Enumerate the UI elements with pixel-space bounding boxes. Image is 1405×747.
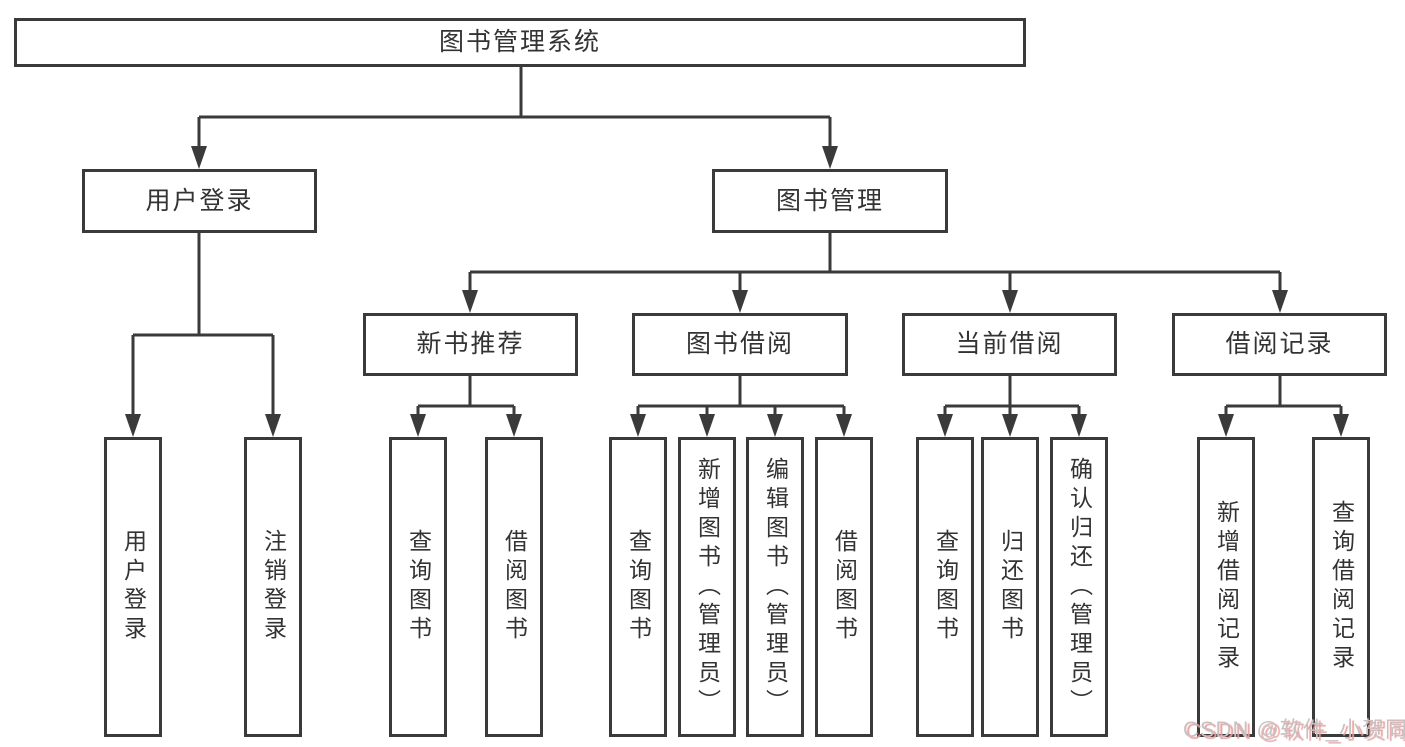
leaf-borrow-book-1: 借阅图书 (485, 437, 543, 737)
node-book-borrow: 图书借阅 (632, 313, 848, 376)
node-user-login: 用户登录 (82, 169, 317, 233)
arrow-down-icon (1002, 414, 1018, 437)
arrow-down-icon (1272, 290, 1288, 313)
node-borrow-record: 借阅记录 (1172, 313, 1387, 376)
leaf-borrow-book-2: 借阅图书 (815, 437, 873, 737)
arrow-down-icon (822, 146, 838, 169)
arrow-down-icon (462, 290, 478, 313)
arrow-down-icon (506, 414, 522, 437)
node-new-book-recommend: 新书推荐 (363, 313, 578, 376)
arrow-down-icon (1218, 414, 1234, 437)
arrow-down-icon (699, 414, 715, 437)
leaf-add-book-admin: 新增图书（管理员） (678, 437, 736, 737)
leaf-query-book-3: 查询图书 (916, 437, 974, 737)
arrowheads (125, 146, 1349, 437)
leaf-query-borrow-record: 查询借阅记录 (1312, 437, 1370, 737)
node-book-management: 图书管理 (712, 169, 948, 233)
arrow-down-icon (125, 414, 141, 437)
leaf-query-book-2: 查询图书 (609, 437, 667, 737)
leaf-query-book-1: 查询图书 (389, 437, 447, 737)
leaf-user-login: 用户登录 (104, 437, 162, 737)
node-root: 图书管理系统 (14, 18, 1026, 67)
arrow-down-icon (767, 414, 783, 437)
leaf-edit-book-admin: 编辑图书（管理员） (746, 437, 804, 737)
tree-edges (131, 67, 1343, 418)
leaf-return-book: 归还图书 (981, 437, 1039, 737)
leaf-add-borrow-record: 新增借阅记录 (1197, 437, 1255, 737)
leaf-logout: 注销登录 (244, 437, 302, 737)
arrow-down-icon (836, 414, 852, 437)
arrow-down-icon (732, 290, 748, 313)
arrow-down-icon (1002, 290, 1018, 313)
arrow-down-icon (265, 414, 281, 437)
csdn-watermark: CSDN @软件_小贺同学 (1183, 717, 1405, 742)
arrow-down-icon (191, 146, 207, 169)
arrow-down-icon (630, 414, 646, 437)
node-current-borrow: 当前借阅 (902, 313, 1117, 376)
arrow-down-icon (1333, 414, 1349, 437)
leaf-confirm-return-admin: 确认归还（管理员） (1050, 437, 1108, 737)
arrow-down-icon (410, 414, 426, 437)
arrow-down-icon (937, 414, 953, 437)
arrow-down-icon (1071, 414, 1087, 437)
